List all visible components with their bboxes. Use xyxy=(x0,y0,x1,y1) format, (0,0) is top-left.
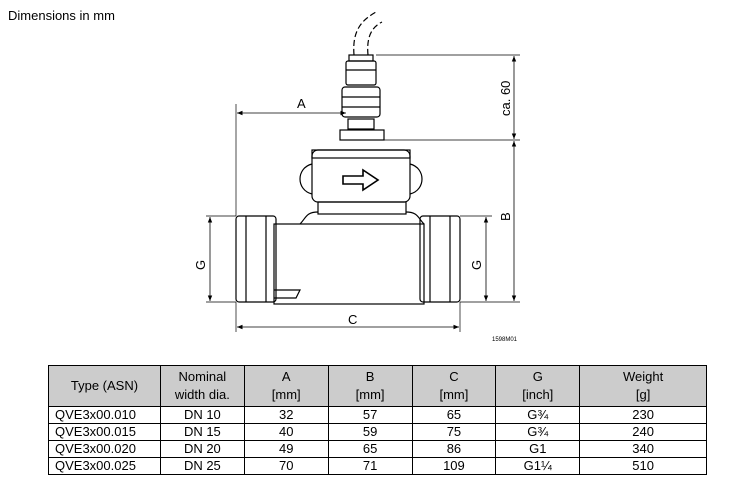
dimensions-caption: Dimensions in mm xyxy=(8,8,115,23)
technical-drawing: A C B ca. 60 G G 1598M01 xyxy=(193,11,520,343)
cell-c: 75 xyxy=(411,423,497,441)
cable-gland-base xyxy=(347,118,375,130)
header-b: B[mm] xyxy=(327,365,413,407)
drawing-code: 1598M01 xyxy=(492,337,518,343)
header-weight: Weight[g] xyxy=(579,365,707,407)
cell-b: 65 xyxy=(327,440,413,458)
cell-weight: 510 xyxy=(579,457,707,475)
dimension-ca60-label: ca. 60 xyxy=(498,81,513,116)
right-fitting xyxy=(419,215,461,303)
cell-b: 59 xyxy=(327,423,413,441)
cell-b: 71 xyxy=(327,457,413,475)
cell-type: QVE3x00.020 xyxy=(48,440,161,458)
flow-arrow-icon xyxy=(342,168,380,192)
cable-line xyxy=(353,11,377,56)
dimension-b-label: B xyxy=(498,212,513,221)
table-row: QVE3x00.025 DN 25 70 71 109 G1¼ 510 xyxy=(48,457,707,475)
cell-c: 65 xyxy=(411,406,497,424)
cell-g: G1 xyxy=(495,440,581,458)
cell-a: 32 xyxy=(243,406,329,424)
dimension-a-label: A xyxy=(297,96,306,111)
cable-gland-body xyxy=(345,60,377,86)
cell-type: QVE3x00.025 xyxy=(48,457,161,475)
cell-c: 109 xyxy=(411,457,497,475)
pipe-body xyxy=(273,223,425,305)
cell-type: QVE3x00.015 xyxy=(48,423,161,441)
dimension-g-left-label: G xyxy=(193,260,208,270)
table-row: QVE3x00.010 DN 10 32 57 65 G¾ 230 xyxy=(48,406,707,424)
cell-b: 57 xyxy=(327,406,413,424)
cell-a: 70 xyxy=(243,457,329,475)
table-row: QVE3x00.015 DN 15 40 59 75 G¾ 240 xyxy=(48,423,707,441)
cell-nominal: DN 20 xyxy=(159,440,245,458)
header-a: A[mm] xyxy=(243,365,329,407)
dimension-g-right-label: G xyxy=(469,260,484,270)
cell-weight: 230 xyxy=(579,406,707,424)
header-g: G[inch] xyxy=(495,365,581,407)
cable-line xyxy=(367,21,383,56)
cable-gland-top xyxy=(348,54,374,62)
cell-nominal: DN 10 xyxy=(159,406,245,424)
cell-nominal: DN 25 xyxy=(159,457,245,475)
cell-type: QVE3x00.010 xyxy=(48,406,161,424)
cell-g: G¾ xyxy=(495,423,581,441)
cell-a: 49 xyxy=(243,440,329,458)
header-c: C[mm] xyxy=(411,365,497,407)
cell-nominal: DN 15 xyxy=(159,423,245,441)
cell-c: 86 xyxy=(411,440,497,458)
left-fitting xyxy=(235,215,277,303)
dimension-c-label: C xyxy=(348,312,357,327)
cell-weight: 340 xyxy=(579,440,707,458)
header-type: Type (ASN) xyxy=(48,365,161,407)
cell-weight: 240 xyxy=(579,423,707,441)
cell-g: G¾ xyxy=(495,406,581,424)
cell-g: G1¼ xyxy=(495,457,581,475)
table-row: QVE3x00.020 DN 20 49 65 86 G1 340 xyxy=(48,440,707,458)
cell-a: 40 xyxy=(243,423,329,441)
cable-gland-nut xyxy=(341,86,381,118)
